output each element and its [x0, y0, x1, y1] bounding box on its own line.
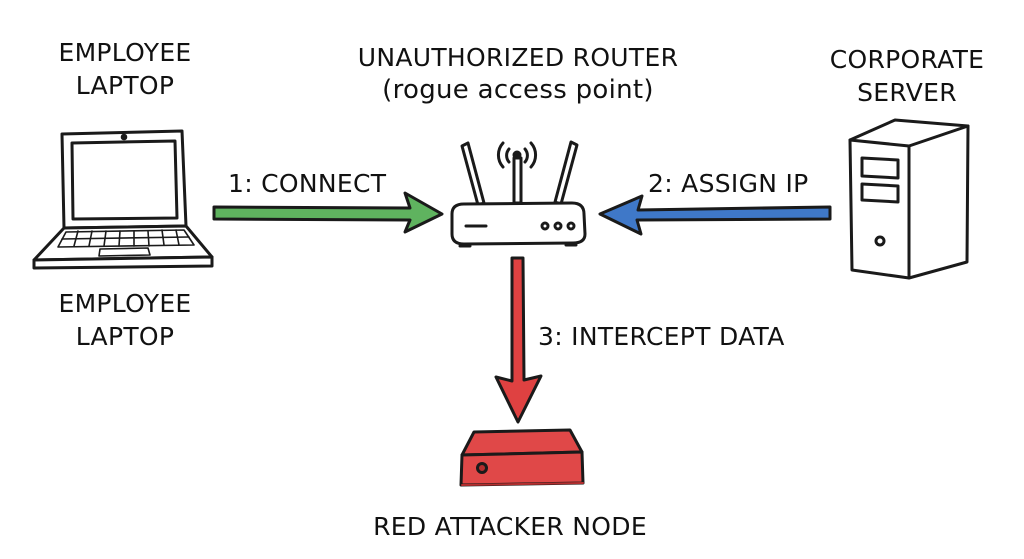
server-title-line-2: SERVER [857, 78, 957, 107]
router-title: UNAUTHORIZED ROUTER (rogue access point) [338, 41, 698, 107]
laptop-icon [32, 129, 214, 270]
laptop-title-line-1: EMPLOYEE [58, 38, 192, 67]
flow-label-connect-text: 1: CONNECT [228, 169, 387, 198]
flow-label-assign-ip-text: 2: ASSIGN IP [648, 169, 809, 198]
flow-label-intercept-text: 3: INTERCEPT DATA [538, 322, 785, 351]
flow-arrow-connect [212, 191, 444, 234]
laptop-caption-line-1: EMPLOYEE [58, 289, 192, 318]
flow-arrow-intercept [494, 256, 543, 424]
flow-label-assign-ip: 2: ASSIGN IP [648, 167, 828, 200]
laptop-caption: EMPLOYEE LAPTOP [40, 287, 210, 353]
server-title-line-1: CORPORATE [829, 45, 985, 74]
flow-label-connect: 1: CONNECT [228, 167, 398, 200]
attacker-title-text: RED ATTACKER NODE [373, 512, 647, 541]
flow-label-intercept: 3: INTERCEPT DATA [538, 320, 808, 353]
server-tower-icon [848, 118, 970, 280]
laptop-title-line-2: LAPTOP [75, 71, 175, 100]
flow-arrow-assign-ip [598, 194, 832, 236]
attacker-title: RED ATTACKER NODE [360, 510, 660, 543]
network-appliance-icon [459, 428, 585, 487]
router-subtitle: (rogue access point) [382, 75, 654, 105]
laptop-title: EMPLOYEE LAPTOP [40, 36, 210, 102]
laptop-caption-line-2: LAPTOP [75, 322, 175, 351]
router-title-text: UNAUTHORIZED ROUTER [357, 43, 679, 72]
wireless-router-icon [450, 140, 587, 248]
server-title: CORPORATE SERVER [812, 43, 1002, 109]
